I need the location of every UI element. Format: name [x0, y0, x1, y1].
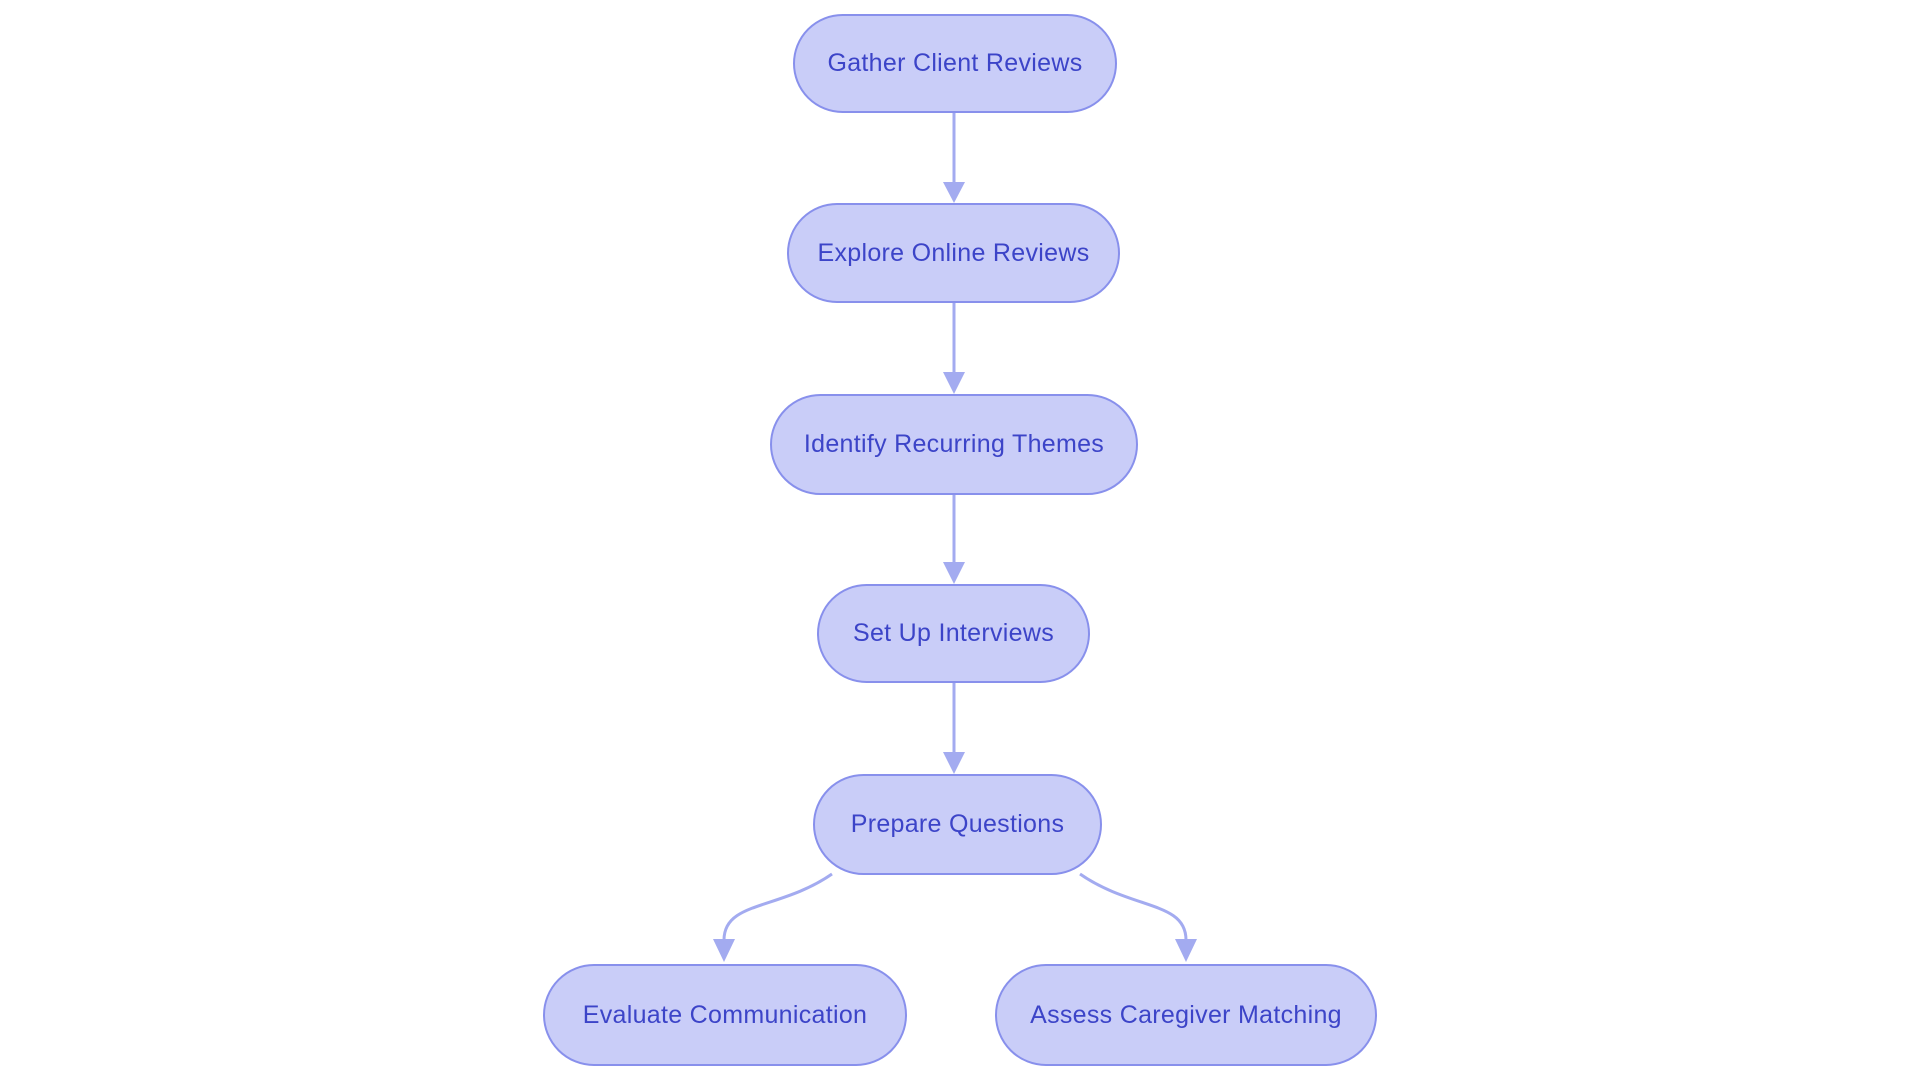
flow-node-evaluate-communication: Evaluate Communication — [543, 964, 907, 1066]
flow-node-label: Assess Caregiver Matching — [1030, 1000, 1342, 1029]
arrow-prepare-to-evaluate — [713, 872, 833, 962]
arrow-identify-to-setup — [943, 495, 965, 584]
flow-node-gather-client-reviews: Gather Client Reviews — [793, 14, 1117, 113]
flow-node-identify-recurring-themes: Identify Recurring Themes — [770, 394, 1138, 495]
flow-node-label: Evaluate Communication — [582, 1000, 868, 1029]
arrow-explore-to-identify — [943, 303, 965, 394]
flow-node-label: Gather Client Reviews — [827, 49, 1083, 77]
arrow-prepare-to-assess — [1079, 872, 1197, 962]
flow-node-label: Explore Online Reviews — [817, 238, 1090, 267]
arrow-gather-to-explore — [943, 113, 965, 203]
flow-node-label: Set Up Interviews — [852, 619, 1054, 647]
flow-node-label: Identify Recurring Themes — [803, 430, 1105, 458]
flow-node-explore-online-reviews: Explore Online Reviews — [787, 203, 1120, 303]
flow-node-prepare-questions: Prepare Questions — [813, 774, 1102, 875]
flow-node-set-up-interviews: Set Up Interviews — [817, 584, 1090, 683]
flow-node-label: Prepare Questions — [850, 810, 1065, 838]
flow-node-assess-caregiver-matching: Assess Caregiver Matching — [995, 964, 1377, 1066]
arrow-setup-to-prepare — [943, 683, 965, 774]
